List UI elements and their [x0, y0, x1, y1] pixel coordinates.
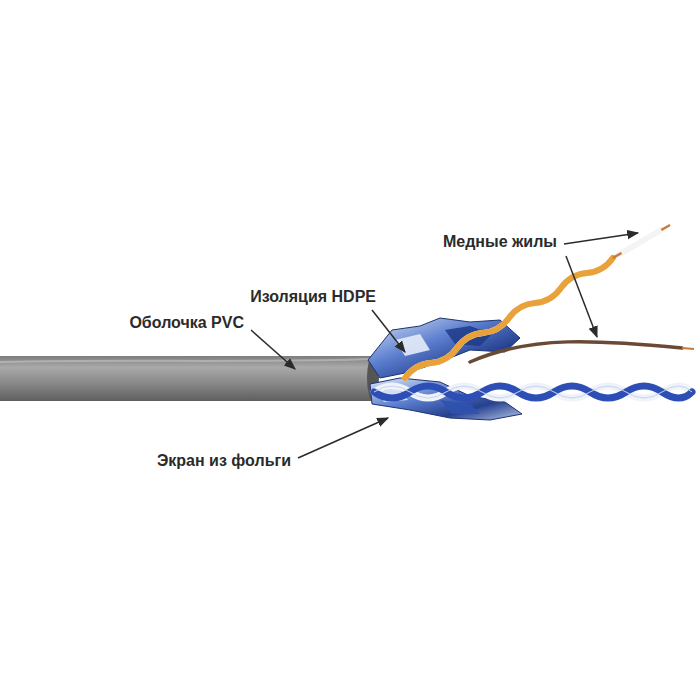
leader-line — [564, 233, 638, 244]
part-label: Изоляция HDPE — [250, 287, 376, 306]
leader-line — [372, 310, 405, 352]
leader-line — [298, 418, 388, 458]
brown-conductor — [470, 342, 694, 362]
pvc-jacket — [0, 356, 379, 402]
blue-pair — [374, 386, 692, 398]
leader-line — [566, 256, 597, 337]
part-label: Медные жилы — [443, 232, 557, 251]
orange-pair — [403, 222, 672, 381]
leader-line — [251, 330, 295, 369]
leader-lines — [251, 233, 638, 458]
part-label: Экран из фольги — [157, 451, 291, 470]
part-label: Оболочка PVC — [129, 313, 244, 332]
